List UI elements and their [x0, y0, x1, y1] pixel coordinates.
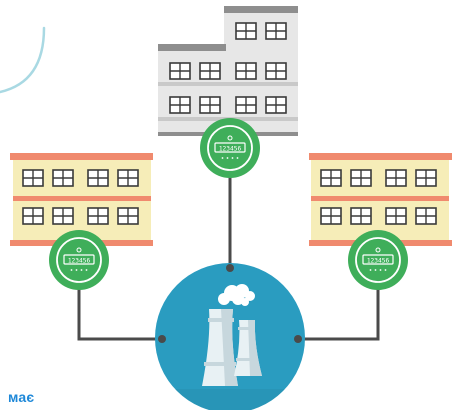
power-plant-hub: [155, 263, 305, 410]
meter-indicator: [236, 157, 239, 159]
meter-indicator: [70, 269, 73, 271]
meter-reading: 123456: [68, 258, 91, 265]
meter-indicator: [221, 157, 224, 159]
junction-dot-right: [294, 335, 302, 343]
window: [320, 169, 342, 187]
decorative-arc: [0, 26, 46, 94]
connector-left: [77, 280, 164, 341]
hub-shadow: [175, 389, 285, 410]
meter-indicator: [384, 269, 387, 271]
meter-display: [214, 142, 246, 153]
electric-meter-icon: 123456: [214, 135, 246, 159]
junction-dots: [158, 264, 302, 343]
window: [199, 62, 221, 80]
meter-indicator: [374, 269, 377, 271]
window: [235, 22, 257, 40]
window: [385, 207, 407, 225]
meter-display: [63, 254, 95, 265]
meter-indicator: [85, 269, 88, 271]
window: [22, 207, 44, 225]
meter-indicator: [369, 269, 372, 271]
window: [235, 96, 257, 114]
meter-knob: [76, 247, 82, 253]
window: [87, 169, 109, 187]
window: [22, 169, 44, 187]
meter-ring: [56, 237, 102, 283]
junction-dot-left: [158, 335, 166, 343]
meter-ring: [355, 237, 401, 283]
meter-indicator: [226, 157, 229, 159]
window: [350, 169, 372, 187]
window: [415, 169, 437, 187]
electric-meter-icon: 123456: [362, 247, 394, 271]
window: [117, 207, 139, 225]
meter-knob: [227, 135, 233, 141]
electric-meter-left: 123456: [49, 230, 109, 290]
window: [117, 169, 139, 187]
caption-text: має: [8, 389, 35, 405]
meter-display: [362, 254, 394, 265]
meter-indicator: [75, 269, 78, 271]
junction-dot-top: [226, 264, 234, 272]
meter-indicator: [80, 269, 83, 271]
window: [320, 207, 342, 225]
window: [87, 207, 109, 225]
connector-lines: [77, 168, 380, 341]
meter-indicator: [379, 269, 382, 271]
electric-meter-icon: 123456: [63, 247, 95, 271]
meter-reading: 123456: [367, 258, 390, 265]
smoke-icon: [218, 284, 255, 306]
window: [265, 62, 287, 80]
window: [235, 62, 257, 80]
window: [350, 207, 372, 225]
window: [415, 207, 437, 225]
window: [199, 96, 221, 114]
windows: [22, 22, 437, 225]
connector-right: [296, 280, 380, 341]
meter-reading: 123456: [219, 146, 242, 153]
meter-knob: [375, 247, 381, 253]
power-plant-icon: [202, 309, 262, 386]
window: [265, 22, 287, 40]
window: [385, 169, 407, 187]
window: [169, 96, 191, 114]
window: [265, 96, 287, 114]
window: [169, 62, 191, 80]
meter-indicator: [231, 157, 234, 159]
window: [52, 169, 74, 187]
window: [52, 207, 74, 225]
meter-ring: [207, 125, 253, 171]
electric-meter-right: 123456: [348, 230, 408, 290]
electric-meter-top: 123456: [200, 118, 260, 178]
